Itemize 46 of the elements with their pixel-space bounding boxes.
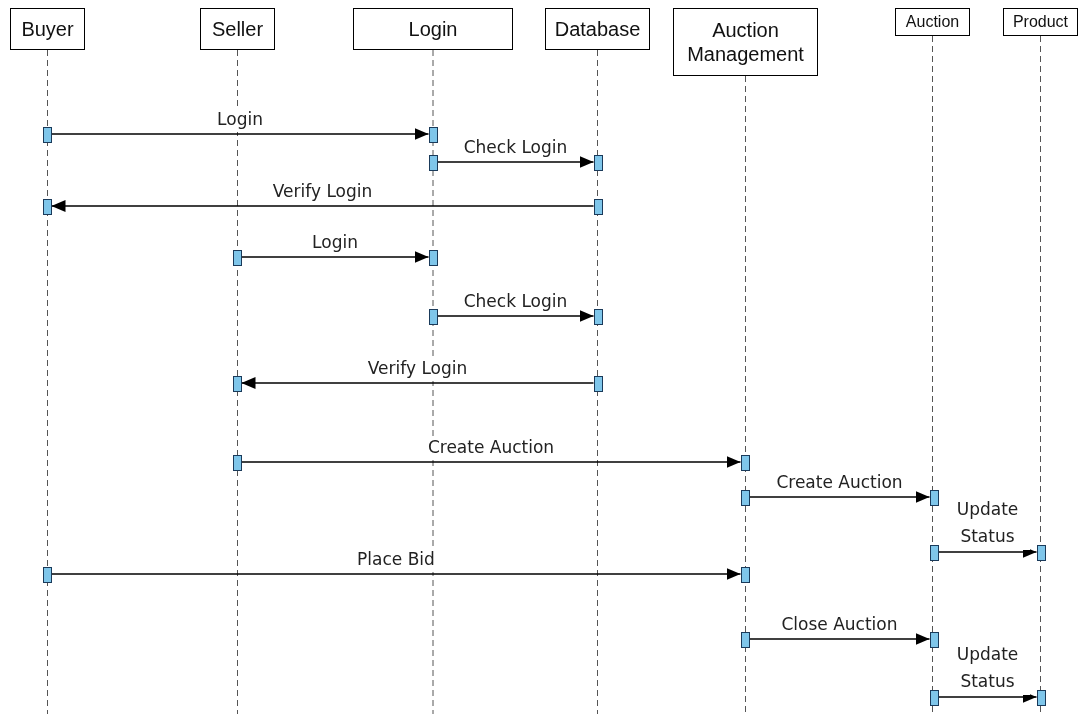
message-label: Login <box>215 108 265 132</box>
participant-box: Auction Management <box>673 8 818 76</box>
activation-bar <box>593 309 603 325</box>
activation-bar <box>593 199 603 215</box>
activation-bar <box>428 127 438 143</box>
activation-bar <box>740 567 750 583</box>
message-label: Place Bid <box>355 548 437 572</box>
activation-bar <box>42 567 52 583</box>
participant-box: Database <box>545 8 650 50</box>
activation-bar <box>428 155 438 171</box>
message-arrow <box>937 546 1038 558</box>
activation-bar <box>42 199 52 215</box>
message-arrow <box>748 491 931 503</box>
activation-bar <box>740 490 750 506</box>
activation-bar <box>740 632 750 648</box>
message-arrow <box>436 310 595 322</box>
participant-box: Seller <box>200 8 275 50</box>
message-arrow <box>50 200 595 212</box>
activation-bar <box>593 155 603 171</box>
message-arrow <box>748 633 931 645</box>
activation-bar <box>929 690 939 706</box>
participant-box: Auction <box>895 8 970 36</box>
activation-bar <box>1036 690 1046 706</box>
activation-bar <box>428 250 438 266</box>
activation-bar <box>232 376 242 392</box>
message-arrow <box>50 568 742 580</box>
message-arrow <box>937 691 1038 703</box>
participant-box: Product <box>1003 8 1078 36</box>
message-arrow <box>436 156 595 168</box>
message-arrow <box>240 456 742 468</box>
message-arrow <box>240 377 595 389</box>
activation-bar <box>740 455 750 471</box>
message-label: Login <box>310 231 360 255</box>
message-arrow <box>50 128 430 140</box>
activation-bar <box>232 250 242 266</box>
activation-bar <box>1036 545 1046 561</box>
activation-bar <box>428 309 438 325</box>
participant-box: Login <box>353 8 513 50</box>
activation-bar <box>593 376 603 392</box>
activation-bar <box>929 490 939 506</box>
activation-bar <box>232 455 242 471</box>
activation-bar <box>42 127 52 143</box>
activation-bar <box>929 632 939 648</box>
participant-box: Buyer <box>10 8 85 50</box>
activation-bar <box>929 545 939 561</box>
message-arrow <box>240 251 430 263</box>
